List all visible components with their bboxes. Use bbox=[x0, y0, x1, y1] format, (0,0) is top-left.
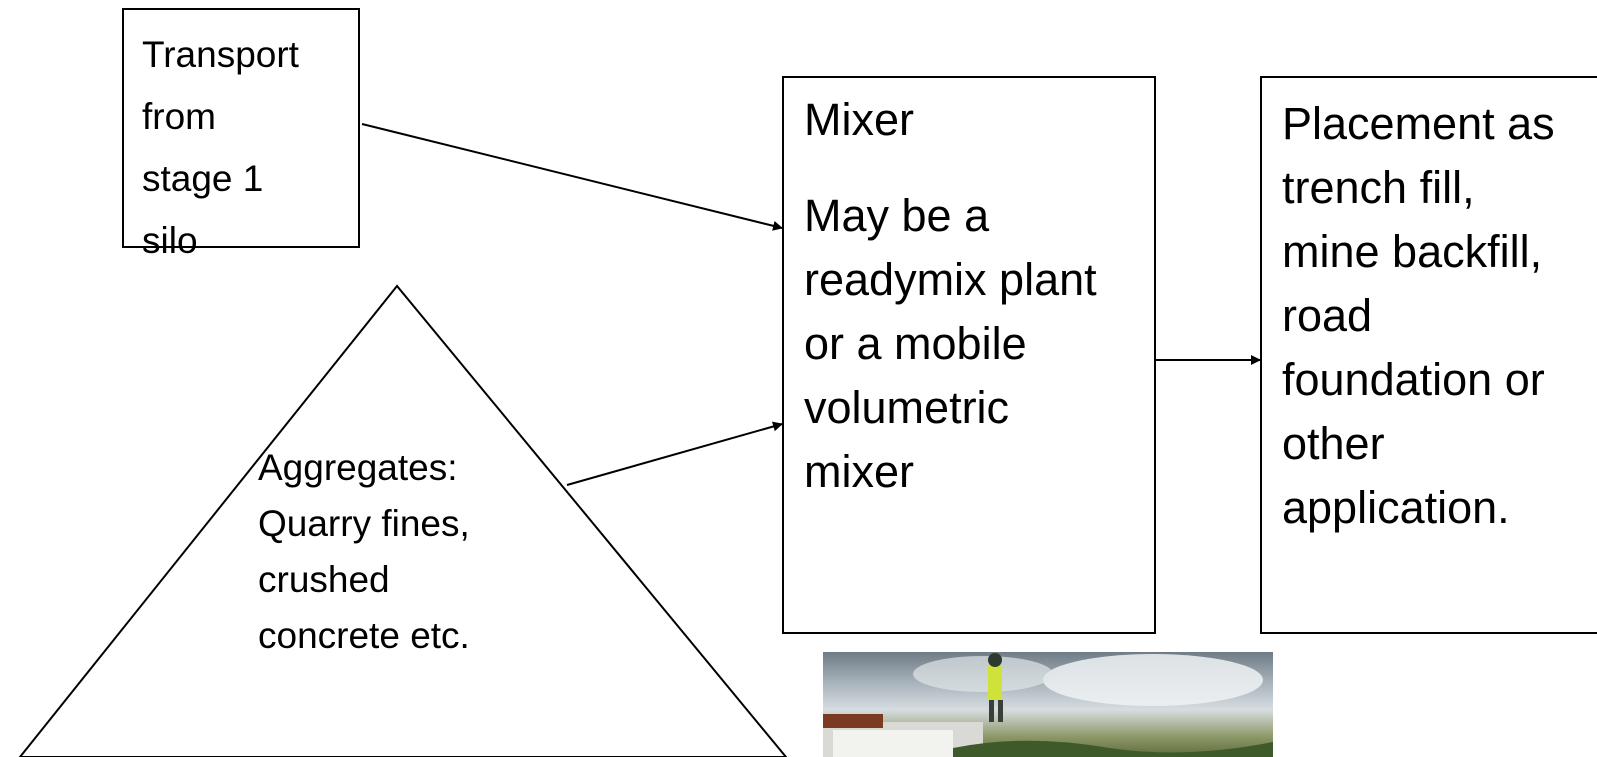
volumetric-mixer-photo bbox=[823, 652, 1273, 757]
transport-box bbox=[122, 8, 360, 248]
aggregates-to-mixer-arrow bbox=[566, 421, 783, 486]
transport-to-mixer-arrow bbox=[361, 123, 783, 231]
placement-box bbox=[1260, 76, 1597, 634]
aggregates-pile-triangle bbox=[18, 284, 788, 757]
photo-scene bbox=[823, 653, 1273, 757]
placement-label: Placement as trench fill, mine backfill,… bbox=[1282, 98, 1555, 533]
transport-label: Transport from stage 1 silo bbox=[142, 34, 299, 261]
aggregates-label: Aggregates: Quarry fines, crushed concre… bbox=[258, 447, 470, 656]
mixer-description: May be a readymix plant or a mobile volu… bbox=[804, 190, 1097, 497]
mixer-title: Mixer bbox=[804, 94, 914, 145]
mixer-box bbox=[782, 76, 1156, 634]
